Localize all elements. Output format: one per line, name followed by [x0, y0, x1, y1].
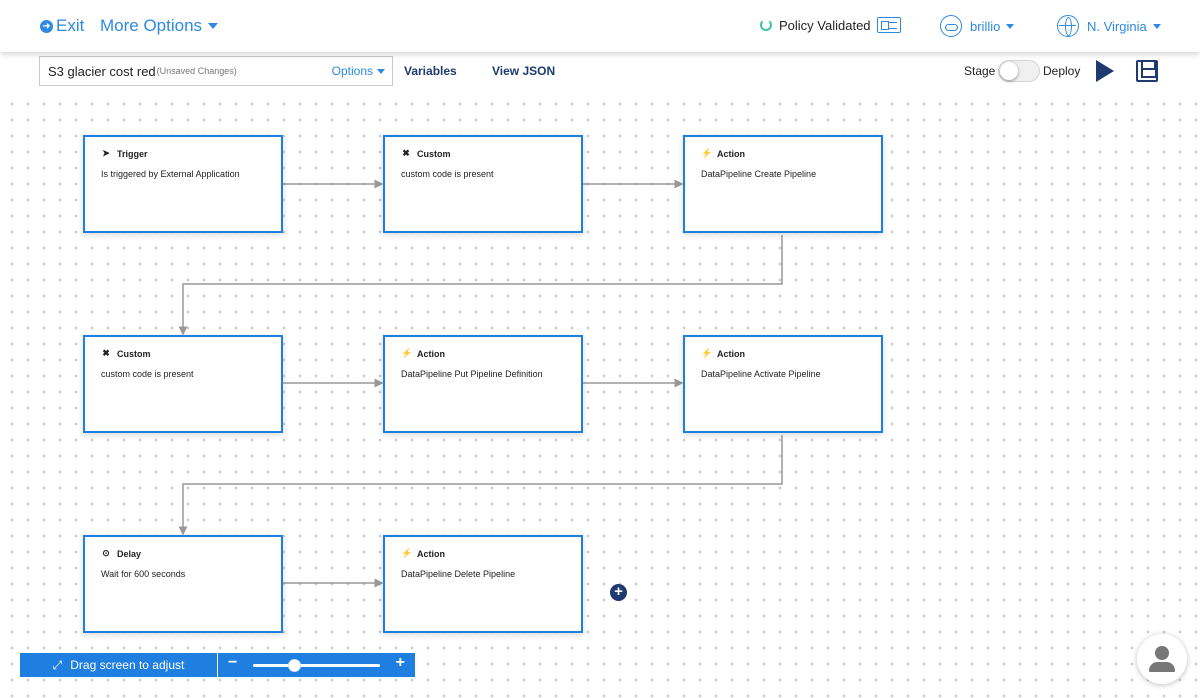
workflow-name-field[interactable]: S3 glacier cost red (Unsaved Changes) Op… [39, 56, 393, 86]
node-header: ⚡ Action [701, 348, 745, 359]
workflow-node-action[interactable]: ⚡ Action DataPipeline Create Pipeline [683, 135, 883, 233]
node-header: ➤ Trigger [101, 148, 148, 159]
node-description: Is triggered by External Application [101, 169, 240, 179]
node-header: ⚡ Action [401, 348, 445, 359]
node-type: Delay [117, 548, 142, 559]
workflow-node-action[interactable]: ⚡ Action DataPipeline Put Pipeline Defin… [383, 335, 583, 433]
trigger-icon: ➤ [102, 148, 110, 158]
drag-label: Drag screen to adjust [70, 658, 185, 672]
node-description: Wait for 600 seconds [101, 569, 186, 579]
chevron-down-icon [1152, 23, 1161, 29]
loading-spinner-icon [760, 19, 772, 31]
top-header: ➜ Exit More Options Policy Validated bri… [0, 0, 1200, 52]
options-dropdown[interactable]: Options [332, 64, 385, 78]
zoom-slider-track[interactable] [253, 664, 380, 667]
more-options-menu[interactable]: More Options [100, 16, 219, 36]
workflow-node-delay[interactable]: ⊙ Delay Wait for 600 seconds [83, 535, 283, 633]
globe-icon [1057, 15, 1079, 37]
view-json-link[interactable]: View JSON [492, 64, 556, 78]
options-label: Options [331, 64, 373, 78]
unsaved-changes-label: (Unsaved Changes) [156, 66, 237, 76]
stage-deploy-toggle[interactable] [998, 60, 1040, 82]
workflow-name: S3 glacier cost red [48, 63, 156, 79]
add-node-plus-icon[interactable]: + [610, 584, 627, 601]
play-icon[interactable] [1096, 60, 1114, 82]
action-icon: ⚡ [401, 548, 413, 558]
node-description: DataPipeline Activate Pipeline [701, 369, 821, 379]
action-icon: ⚡ [701, 348, 713, 358]
account-name: brillio [970, 18, 1001, 34]
zoom-in-button[interactable]: + [395, 654, 405, 671]
exit-arrow-icon: ➜ [40, 19, 53, 33]
node-header: ✖ Custom [401, 148, 451, 159]
custom-icon: ✖ [402, 148, 410, 158]
user-avatar-icon [1155, 646, 1169, 660]
more-options-label: More Options [100, 16, 203, 35]
workflow-node-action[interactable]: ⚡ Action DataPipeline Activate Pipeline [683, 335, 883, 433]
node-description: custom code is present [401, 169, 494, 179]
node-description: DataPipeline Put Pipeline Definition [401, 369, 543, 379]
node-header: ✖ Custom [101, 348, 151, 359]
stage-label: Stage [964, 64, 996, 78]
exit-label: Exit [56, 16, 85, 35]
zoom-control: − + [218, 653, 415, 677]
delay-icon: ⊙ [102, 548, 110, 558]
node-type: Action [717, 348, 745, 359]
user-profile-button[interactable] [1137, 634, 1187, 684]
node-type: Action [417, 348, 445, 359]
exit-button[interactable]: ➜ Exit [40, 16, 84, 36]
action-icon: ⚡ [401, 348, 413, 358]
workflow-node-custom[interactable]: ✖ Custom custom code is present [383, 135, 583, 233]
move-arrows-icon: ⤢ [52, 657, 63, 672]
region-name: N. Virginia [1087, 18, 1147, 34]
variables-link[interactable]: Variables [404, 64, 457, 78]
toggle-knob [1000, 62, 1018, 80]
region-selector[interactable]: N. Virginia [1057, 15, 1161, 37]
policy-status: Policy Validated [760, 17, 901, 33]
policy-status-label: Policy Validated [779, 17, 871, 33]
node-header: ⚡ Action [401, 548, 445, 559]
node-header: ⊙ Delay [101, 548, 141, 559]
drag-screen-control[interactable]: ⤢ Drag screen to adjust [20, 653, 217, 677]
workflow-node-trigger[interactable]: ➤ Trigger Is triggered by External Appli… [83, 135, 283, 233]
node-type: Custom [117, 348, 151, 359]
node-description: DataPipeline Create Pipeline [701, 169, 817, 179]
zoom-out-button[interactable]: − [228, 654, 238, 671]
node-type: Action [417, 548, 445, 559]
node-type: Action [717, 148, 745, 159]
node-type: Trigger [117, 148, 148, 159]
chevron-down-icon [377, 68, 385, 74]
node-description: DataPipeline Delete Pipeline [401, 569, 516, 579]
workflow-node-action[interactable]: ⚡ Action DataPipeline Delete Pipeline [383, 535, 583, 633]
workflow-node-custom[interactable]: ✖ Custom custom code is present [83, 335, 283, 433]
custom-icon: ✖ [102, 348, 110, 358]
policy-document-icon[interactable] [876, 17, 901, 33]
action-icon: ⚡ [701, 148, 713, 158]
node-header: ⚡ Action [701, 148, 745, 159]
node-type: Custom [417, 148, 451, 159]
account-selector[interactable]: brillio [940, 15, 1015, 37]
zoom-slider-handle[interactable] [288, 659, 302, 672]
deploy-label: Deploy [1043, 64, 1081, 78]
save-icon[interactable] [1136, 60, 1158, 82]
chevron-down-icon [1006, 23, 1015, 29]
cloud-icon [940, 15, 962, 37]
user-avatar-body [1149, 662, 1175, 672]
node-description: custom code is present [101, 369, 194, 379]
chevron-down-icon [208, 23, 219, 29]
